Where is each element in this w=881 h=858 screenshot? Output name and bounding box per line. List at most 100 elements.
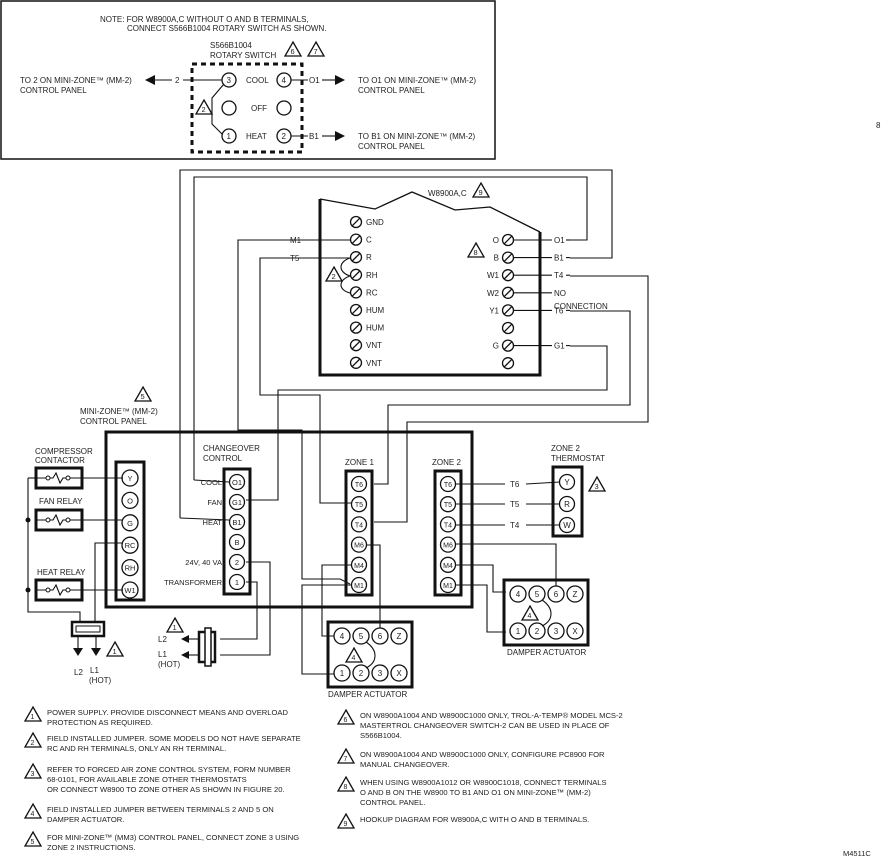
terminal-label: W2: [487, 289, 500, 298]
legend-text: S566B1004.: [360, 731, 402, 740]
zone2-terminal-m6: M6: [439, 536, 457, 553]
wire-label-b1: B1: [309, 132, 319, 141]
svg-text:M6: M6: [354, 543, 364, 550]
zone2-thermostat-terminal-w: W: [558, 516, 576, 534]
svg-text:3: 3: [378, 669, 383, 678]
svg-text:1: 1: [235, 578, 239, 587]
svg-text:4: 4: [352, 655, 356, 662]
note-line-2: CONNECT S566B1004 ROTARY SWITCH AS SHOWN…: [127, 24, 326, 33]
zone1-terminal-m4: M4: [350, 556, 368, 573]
wire-label-t5: T5: [290, 254, 300, 263]
svg-text:1: 1: [227, 132, 232, 141]
svg-text:T6: T6: [355, 482, 363, 489]
svg-text:2: 2: [332, 272, 336, 281]
callout-8-icon: 8: [336, 775, 356, 792]
zone2-thermostat-terminal-y: Y: [558, 473, 576, 491]
svg-text:RH: RH: [125, 564, 136, 573]
svg-text:W1: W1: [124, 586, 135, 595]
terminal-label: Y1: [489, 306, 499, 315]
zone2-terminal-t5: T5: [439, 496, 457, 513]
damper-terminal-z: Z: [566, 585, 584, 603]
svg-text:5: 5: [141, 392, 145, 401]
page-marker: 8: [876, 121, 881, 130]
screw-terminal-g: [501, 339, 515, 352]
callout-3-icon: 3: [23, 762, 43, 779]
svg-text:M4: M4: [354, 563, 364, 570]
svg-text:Z: Z: [397, 632, 402, 641]
wire-label: O1: [554, 236, 565, 245]
svg-text:M1: M1: [443, 583, 453, 590]
legend-item-6: 6ON W8900A1004 AND W8900C1000 ONLY, TROL…: [336, 708, 623, 740]
thermostat-model: W8900A,C: [428, 189, 467, 198]
screw-terminal-hum: [349, 321, 363, 334]
wire-label-o1: O1: [309, 76, 320, 85]
callout-1-icon: 1: [23, 705, 43, 722]
legend-text: CONTROL PANEL.: [360, 798, 425, 807]
zone2-terminal-m4: M4: [439, 556, 457, 573]
arrow-right-icon: [335, 131, 345, 141]
relays: COMPRESSOR CONTACTOR FAN RELAY HEAT RELA…: [25, 447, 123, 622]
damper2-label: DAMPER ACTUATOR: [507, 648, 586, 657]
equipment-terminal-block: [114, 460, 146, 602]
changeover-label: FAN: [207, 498, 222, 507]
minizone-panel: 5 MINI-ZONE™ (MM-2) CONTROL PANEL YOGRCR…: [80, 385, 474, 609]
right-dest-bot-2: CONTROL PANEL: [358, 142, 425, 151]
callout-2-icon: 2: [324, 265, 344, 282]
changeover-terminal-block: [222, 467, 252, 596]
switch-terminal-off-right: [276, 100, 292, 116]
zone1-terminal-m1: M1: [350, 576, 368, 594]
terminal-label: RH: [366, 271, 378, 280]
damper-terminal-z: Z: [390, 627, 408, 645]
damper-terminal-x: X: [390, 664, 408, 682]
zone1-title: ZONE 1: [345, 458, 374, 467]
svg-text:2: 2: [359, 669, 364, 678]
right-dest-bot-1: TO B1 ON MINI-ZONE™ (MM-2): [358, 132, 476, 141]
svg-text:9: 9: [344, 821, 348, 828]
switch-terminal-3: 3: [221, 72, 237, 88]
svg-text:2: 2: [235, 558, 239, 567]
wire-label: B1: [554, 254, 564, 263]
l1-label: L1: [158, 650, 167, 659]
svg-text:1: 1: [340, 669, 345, 678]
changeover-terminal-b1: B1: [228, 513, 246, 531]
damper1-label: DAMPER ACTUATOR: [328, 690, 407, 699]
callout-1-icon: 1: [165, 616, 185, 633]
terminal-label: W1: [487, 271, 500, 280]
svg-text:5: 5: [359, 632, 364, 641]
equipment-terminal-rc: RC: [121, 536, 139, 554]
switch-terminal-off-left: [221, 100, 237, 116]
damper-terminal-3: 3: [371, 664, 389, 682]
svg-text:2: 2: [282, 132, 287, 141]
terminal-label: HUM: [366, 306, 385, 315]
legend-text: REFER TO FORCED AIR ZONE CONTROL SYSTEM,…: [47, 765, 291, 774]
changeover-title-1: CHANGEOVER: [203, 444, 260, 453]
legend-item-3: 3 REFER TO FORCED AIR ZONE CONTROL SYSTEM…: [23, 762, 291, 794]
damper-terminal-1: 1: [509, 622, 527, 640]
callout-4-icon: 4: [23, 802, 43, 819]
svg-text:O1: O1: [232, 478, 242, 487]
changeover-label: 24V, 40 VA: [185, 558, 222, 567]
changeover-label: COOL: [201, 478, 222, 487]
position-off: OFF: [251, 104, 267, 113]
screw-terminal-vnt: [349, 339, 363, 352]
switch-label: ROTARY SWITCH: [210, 51, 276, 60]
legend-text: WHEN USING W8900A1012 OR W8900C1018, CON…: [360, 778, 607, 787]
legend-text: MASTERTROL CHANGEOVER SWITCH-2 CAN BE US…: [360, 721, 610, 730]
svg-text:2: 2: [535, 627, 540, 636]
z2t-title-1: ZONE 2: [551, 444, 580, 453]
svg-text:8: 8: [344, 784, 348, 791]
svg-text:X: X: [572, 627, 578, 636]
svg-text:6: 6: [344, 717, 348, 724]
svg-text:Y: Y: [127, 474, 132, 483]
wire-label: NO: [554, 289, 566, 298]
terminal-label: RC: [366, 288, 378, 297]
terminal-label: G: [493, 342, 499, 351]
svg-text:T4: T4: [444, 522, 452, 529]
screw-terminal-unused: [501, 357, 515, 370]
switch-terminal-1: 1: [221, 128, 237, 144]
right-dest-top-1: TO O1 ON MINI-ZONE™ (MM-2): [358, 76, 476, 85]
wire-label: T6: [554, 306, 564, 315]
screw-terminal-hum: [349, 303, 363, 317]
